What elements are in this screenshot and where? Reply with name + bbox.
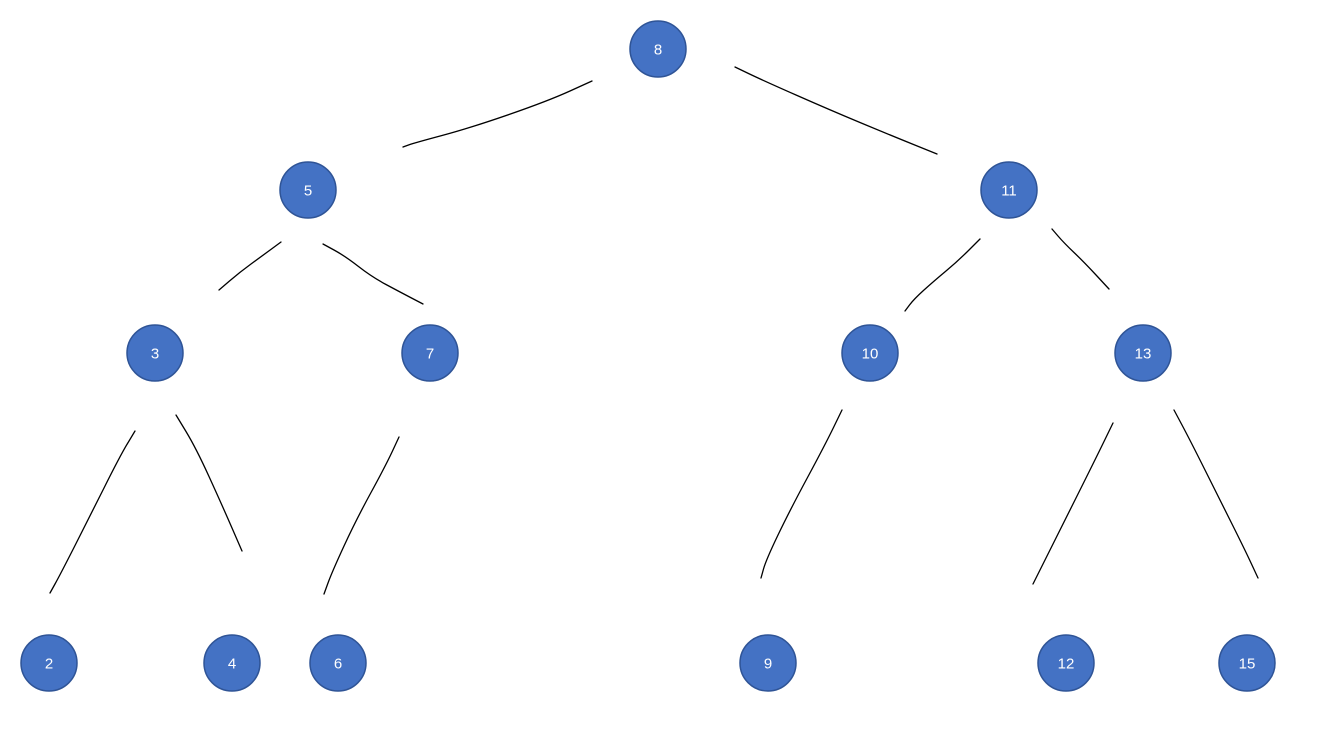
tree-edge-13-12 [1032, 422, 1114, 585]
tree-node-circle-8 [629, 20, 687, 78]
tree-node-6: 6 [309, 634, 367, 692]
tree-node-circle-6 [309, 634, 367, 692]
tree-node-label: 15 [1239, 656, 1256, 673]
tree-node-circle-4 [203, 634, 261, 692]
tree-node-circle-2 [20, 634, 78, 692]
tree-node-12: 12 [1037, 634, 1095, 692]
tree-node-circle-12 [1037, 634, 1095, 692]
tree-node-label: 5 [304, 183, 312, 200]
tree-node-label: 9 [764, 656, 772, 673]
tree-edge-3-4 [175, 414, 243, 552]
tree-edge-11-10 [904, 238, 981, 312]
tree-node-5: 5 [279, 161, 337, 219]
tree-node-11: 11 [980, 161, 1038, 219]
tree-edge-13-15 [1173, 409, 1259, 579]
tree-edge-8-5 [402, 80, 593, 148]
tree-node-8: 8 [629, 20, 687, 78]
tree-node-label: 12 [1058, 656, 1075, 673]
tree-node-circle-5 [279, 161, 337, 219]
tree-edge-11-13 [1051, 228, 1110, 290]
tree-node-circle-9 [739, 634, 797, 692]
tree-node-10: 10 [841, 324, 899, 382]
tree-node-label: 7 [426, 346, 434, 363]
tree-node-3: 3 [126, 324, 184, 382]
tree-nodes-layer: 8 5 11 3 7 10 13 2 4 6 9 12 15 [20, 20, 1276, 692]
tree-node-circle-13 [1114, 324, 1172, 382]
tree-edge-7-6 [323, 436, 400, 595]
tree-node-label: 4 [228, 656, 236, 673]
tree-node-label: 3 [151, 346, 159, 363]
tree-node-label: 8 [654, 42, 662, 59]
tree-node-label: 13 [1135, 346, 1152, 363]
tree-edge-3-2 [49, 430, 136, 594]
tree-node-13: 13 [1114, 324, 1172, 382]
tree-node-circle-7 [401, 324, 459, 382]
tree-node-circle-15 [1218, 634, 1276, 692]
tree-node-2: 2 [20, 634, 78, 692]
tree-edge-8-11 [734, 66, 938, 155]
tree-edge-5-7 [322, 243, 424, 305]
tree-edge-10-9 [760, 409, 843, 579]
tree-node-label: 11 [1001, 183, 1017, 200]
tree-node-label: 10 [862, 346, 879, 363]
tree-node-15: 15 [1218, 634, 1276, 692]
tree-node-circle-10 [841, 324, 899, 382]
tree-node-4: 4 [203, 634, 261, 692]
tree-node-circle-3 [126, 324, 184, 382]
tree-edge-5-3 [218, 241, 282, 291]
tree-node-9: 9 [739, 634, 797, 692]
tree-node-7: 7 [401, 324, 459, 382]
tree-node-label: 6 [334, 656, 342, 673]
tree-node-label: 2 [45, 656, 53, 673]
tree-node-circle-11 [980, 161, 1038, 219]
tree-edges-layer [49, 66, 1259, 595]
